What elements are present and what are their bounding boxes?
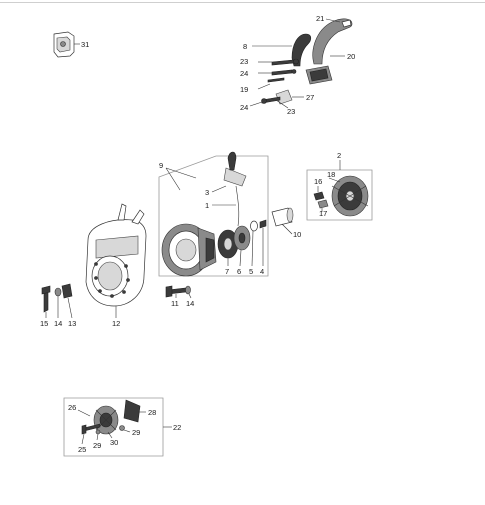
part-2-flywheel-group-frame (306, 160, 373, 221)
label-9: 9 (159, 161, 163, 170)
label-18: 18 (327, 170, 335, 179)
part-18-flywheel (328, 175, 369, 217)
part-26-spring (77, 409, 91, 417)
part-22-clutch-group-frame (63, 397, 172, 457)
part-19-rod (257, 77, 285, 90)
part-29-pin-left (95, 429, 101, 441)
part-25-bolt (81, 423, 101, 445)
label-12: 12 (112, 319, 120, 328)
label-20: 20 (347, 52, 355, 61)
part-28-drum (123, 399, 146, 423)
part-14-washer-left (54, 287, 62, 318)
label-22: 22 (173, 423, 181, 432)
label-21: 21 (316, 14, 324, 23)
part-20-grip (305, 55, 345, 85)
label-3: 3 (205, 188, 209, 197)
part-16-key (313, 186, 325, 201)
label-28: 28 (148, 408, 156, 417)
label-6: 6 (237, 267, 241, 276)
part-11-screw (165, 285, 187, 298)
part-23-screw-upper (258, 58, 299, 66)
label-27: 27 (306, 93, 314, 102)
label-31: 31 (81, 40, 89, 49)
label-23-lower: 23 (287, 107, 295, 116)
part-27-plate (275, 89, 304, 105)
part-5-washer (250, 220, 258, 267)
label-1: 1 (205, 201, 209, 210)
label-14-lower: 14 (186, 299, 194, 308)
label-14-left: 14 (54, 319, 62, 328)
label-16: 16 (314, 177, 322, 186)
part-3-rope-handle (211, 151, 247, 193)
part-6-spring-disc (233, 225, 251, 267)
label-24-upper: 24 (240, 69, 248, 78)
label-13: 13 (68, 319, 76, 328)
part-8-handle (252, 33, 312, 67)
part-21-handle-arm (312, 18, 353, 65)
label-19: 19 (240, 85, 248, 94)
part-12-fan-cover (85, 203, 147, 318)
label-15: 15 (40, 319, 48, 328)
label-11: 11 (171, 299, 179, 308)
part-14-washer-lower (185, 285, 192, 299)
label-2: 2 (337, 151, 341, 160)
starter-housing (161, 223, 217, 277)
label-29-left: 29 (93, 441, 101, 450)
part-31-bracket (53, 31, 80, 58)
label-25: 25 (78, 445, 86, 454)
label-23-upper: 23 (240, 57, 248, 66)
part-10-sleeve (271, 207, 294, 235)
part-4-screw (259, 219, 267, 266)
part-17-nut (317, 199, 329, 212)
label-10: 10 (293, 230, 301, 239)
label-8: 8 (243, 42, 247, 51)
label-4: 4 (260, 267, 264, 276)
part-29-pin-right (119, 425, 131, 433)
label-26: 26 (68, 403, 76, 412)
part-15-screw (41, 285, 51, 318)
label-7: 7 (225, 267, 229, 276)
top-divider (0, 2, 485, 3)
part-9-starter-group-frame (158, 155, 269, 277)
part-13-spacer (61, 283, 73, 319)
label-24-lower: 24 (240, 103, 248, 112)
label-30: 30 (110, 438, 118, 447)
part-24-washer-upper (258, 69, 297, 76)
label-5: 5 (249, 267, 253, 276)
part-7-pulley (217, 229, 239, 266)
label-17: 17 (319, 209, 327, 218)
part-24-screw-lower (249, 96, 289, 109)
part-1-rope (212, 185, 240, 227)
label-29-right: 29 (132, 428, 140, 437)
